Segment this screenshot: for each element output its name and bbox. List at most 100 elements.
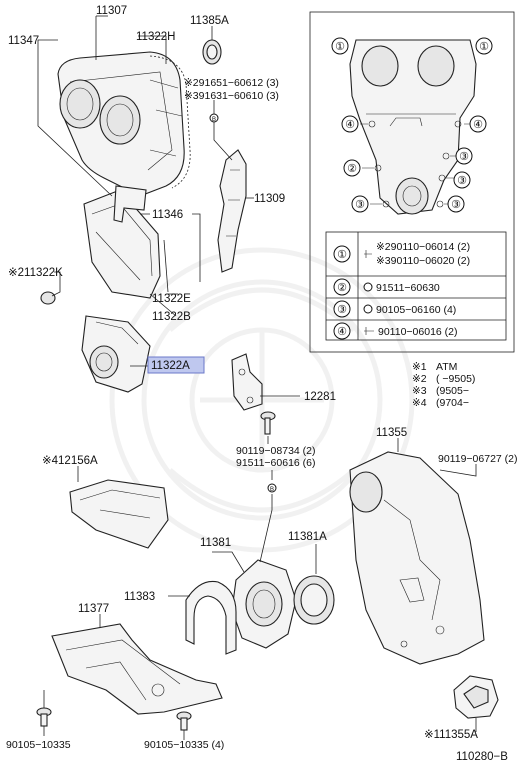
svg-text:②: ② <box>347 163 357 175</box>
svg-text:( −9505): ( −9505) <box>436 373 475 385</box>
callout-bolt-b[interactable]: ※391631−60610 (3) <box>184 90 279 102</box>
callout-11347[interactable]: 11347 <box>8 35 39 47</box>
mark-3-c[interactable]: ③ <box>351 195 369 213</box>
callout-12156a[interactable]: ※412156A <box>42 455 98 467</box>
cover-gasket-part[interactable] <box>149 55 191 189</box>
notes-block: ※1 ATM ※2 ( −9505) ※3 (9505− ※4 (9704− <box>412 361 475 409</box>
callout-bolt-10335a[interactable]: 90105−10335 <box>6 739 71 751</box>
svg-text:①: ① <box>479 41 489 53</box>
stiffener-plate-part[interactable] <box>51 623 223 715</box>
end-plate-part[interactable] <box>349 451 485 665</box>
mark-2[interactable]: ② <box>343 159 361 177</box>
plug-part[interactable] <box>40 291 56 305</box>
hanger-bolt-part[interactable] <box>260 411 276 435</box>
callout-bolt-06727[interactable]: 90119−06727 (2) <box>438 453 518 465</box>
mark-4-left[interactable]: ④ <box>341 115 359 133</box>
svg-text:③: ③ <box>451 199 461 211</box>
callout-11355a[interactable]: ※111355A <box>424 729 478 741</box>
watermark-seal <box>109 247 415 553</box>
cover-gasket-strip-part[interactable] <box>163 239 169 293</box>
stiffener-bolt-part-2[interactable] <box>176 711 192 731</box>
svg-text:※4: ※4 <box>412 397 427 409</box>
cover-bracket-part[interactable] <box>113 185 147 223</box>
chain-guide-part[interactable] <box>217 149 247 273</box>
cover-tray-part[interactable] <box>69 479 169 549</box>
note-1: ※1 ATM <box>412 361 457 373</box>
svg-text:④: ④ <box>345 119 355 131</box>
figure-code: 110280−B <box>456 751 508 763</box>
svg-text:ATM: ATM <box>436 361 457 373</box>
mark-3-a[interactable]: ③ <box>455 147 473 165</box>
timing-cover-part[interactable] <box>57 51 185 197</box>
legend-row-4[interactable]: ④ 90110−06016 (2) <box>333 322 458 340</box>
rear-oil-seal-part[interactable] <box>293 575 335 625</box>
mark-3-b[interactable]: ③ <box>453 171 471 189</box>
callout-11383[interactable]: 11383 <box>124 591 155 603</box>
svg-text:91511−60630: 91511−60630 <box>376 282 440 294</box>
callout-bolt-60616[interactable]: 91511−60616 (6) <box>236 457 316 469</box>
bracket-part[interactable] <box>81 315 151 393</box>
note-3: ※3 (9505− <box>412 385 469 397</box>
svg-text:③: ③ <box>459 151 469 163</box>
svg-text:B: B <box>212 117 216 123</box>
svg-text:④: ④ <box>337 326 347 338</box>
mark-1-right[interactable]: ① <box>475 37 493 55</box>
callout-labels: 11307 11347 11322H 11385A ※291651−60612 … <box>6 5 518 763</box>
oil-seal-part[interactable] <box>202 39 222 65</box>
callout-bolt-a[interactable]: ※291651−60612 (3) <box>184 77 279 89</box>
legend-row-3[interactable]: ③ 90105−06160 (4) <box>333 300 456 318</box>
callout-11322e[interactable]: 11322E <box>152 293 191 305</box>
svg-text:90105−06160 (4): 90105−06160 (4) <box>376 304 456 316</box>
retainer-gasket-part[interactable] <box>185 580 237 655</box>
callout-11322b[interactable]: 11322B <box>152 311 191 323</box>
svg-text:90110−06016 (2): 90110−06016 (2) <box>378 326 458 338</box>
callout-11385a[interactable]: 11385A <box>190 15 229 27</box>
svg-text:③: ③ <box>337 304 347 316</box>
callout-11377[interactable]: 11377 <box>78 603 109 615</box>
bolt-part[interactable]: B <box>209 113 219 123</box>
svg-text:④: ④ <box>473 119 483 131</box>
leader-lines <box>37 15 477 740</box>
note-2: ※2 ( −9505) <box>412 373 475 385</box>
callout-11346[interactable]: 11346 <box>152 209 183 221</box>
mark-1-left[interactable]: ① <box>331 37 349 55</box>
svg-text:①: ① <box>337 249 347 261</box>
highlight-11322a <box>147 356 205 374</box>
seal-ring-part[interactable] <box>453 675 499 719</box>
svg-text:(9505−: (9505− <box>436 385 469 397</box>
mark-3-e[interactable]: ③ <box>447 195 465 213</box>
callout-11355[interactable]: 11355 <box>376 427 407 439</box>
svg-text:※390110−06020 (2): ※390110−06020 (2) <box>376 255 470 267</box>
callout-bolt-10335b[interactable]: 90105−10335 (4) <box>144 739 224 751</box>
svg-text:※290110−06014 (2): ※290110−06014 (2) <box>376 241 470 253</box>
callout-11307[interactable]: 11307 <box>96 5 127 17</box>
detail-marks: ① ① ④ ④ ② ③ ③ ③ ③ ③ <box>331 37 493 213</box>
callout-11381[interactable]: 11381 <box>200 537 231 549</box>
callout-11322k[interactable]: ※211322K <box>8 267 63 279</box>
svg-text:(9704−: (9704− <box>436 397 469 409</box>
detail-legend-table: ① ※290110−06014 (2) ※390110−06020 (2) ② … <box>325 231 507 341</box>
stiffener-bolt-part[interactable] <box>36 707 52 727</box>
svg-text:③: ③ <box>355 199 365 211</box>
bolt-marker[interactable]: B <box>267 483 277 493</box>
note-4: ※4 (9704− <box>412 397 469 409</box>
legend-row-2[interactable]: ② 91511−60630 <box>333 278 440 296</box>
svg-text:②: ② <box>337 282 347 294</box>
callout-11309[interactable]: 11309 <box>254 193 285 205</box>
svg-text:B: B <box>270 487 274 493</box>
callout-11381a[interactable]: 11381A <box>288 531 327 543</box>
callout-11322a[interactable]: 11322A <box>151 360 190 372</box>
svg-text:※3: ※3 <box>412 385 427 397</box>
legend-row-1[interactable]: ① ※290110−06014 (2) ※390110−06020 (2) <box>333 241 470 267</box>
svg-text:③: ③ <box>457 175 467 187</box>
callout-12281[interactable]: 12281 <box>304 391 336 403</box>
callout-11322h[interactable]: 11322H <box>136 31 175 43</box>
engine-hanger-part[interactable] <box>231 353 263 411</box>
svg-text:①: ① <box>335 41 345 53</box>
svg-text:※2: ※2 <box>412 373 427 385</box>
svg-text:※1: ※1 <box>412 361 427 373</box>
mark-4-right[interactable]: ④ <box>469 115 487 133</box>
oil-seal-retainer-part[interactable] <box>231 559 297 649</box>
callout-bolt-08734[interactable]: 90119−08734 (2) <box>236 445 316 457</box>
